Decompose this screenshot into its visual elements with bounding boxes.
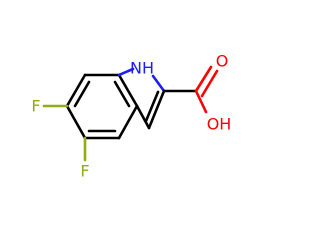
bond-c3a-c7a <box>117 73 139 108</box>
bond-c3a-c7a-inner <box>113 80 131 108</box>
hydroxyl-oxygen-label: OH <box>207 115 232 134</box>
bond-c7a-n1 <box>117 67 135 77</box>
bond-c3-c3a <box>135 104 151 130</box>
bond-c6-c6-inner <box>73 80 91 108</box>
bond-carboxyl-o-double-b <box>200 69 219 98</box>
nitrogen-label: NH <box>130 59 154 78</box>
bond-c6-c5 <box>65 104 87 140</box>
bond-n1-c2 <box>151 74 166 93</box>
bond-c7-c6 <box>65 73 87 108</box>
bond-c2-c3 <box>147 89 166 130</box>
carbonyl-oxygen-label: O <box>216 52 229 71</box>
bond-c2-c3-inner <box>144 90 160 123</box>
fluorine-lower-label: F <box>80 162 89 181</box>
bond-c4-c3a <box>117 104 139 140</box>
bond-carboxyl-oh <box>194 89 208 114</box>
bond-carboxyl-o-double-a <box>194 65 213 93</box>
fluorine-upper-label: F <box>31 97 40 116</box>
indole-carboxylic-acid-structure: NH OH O F F <box>31 52 232 181</box>
